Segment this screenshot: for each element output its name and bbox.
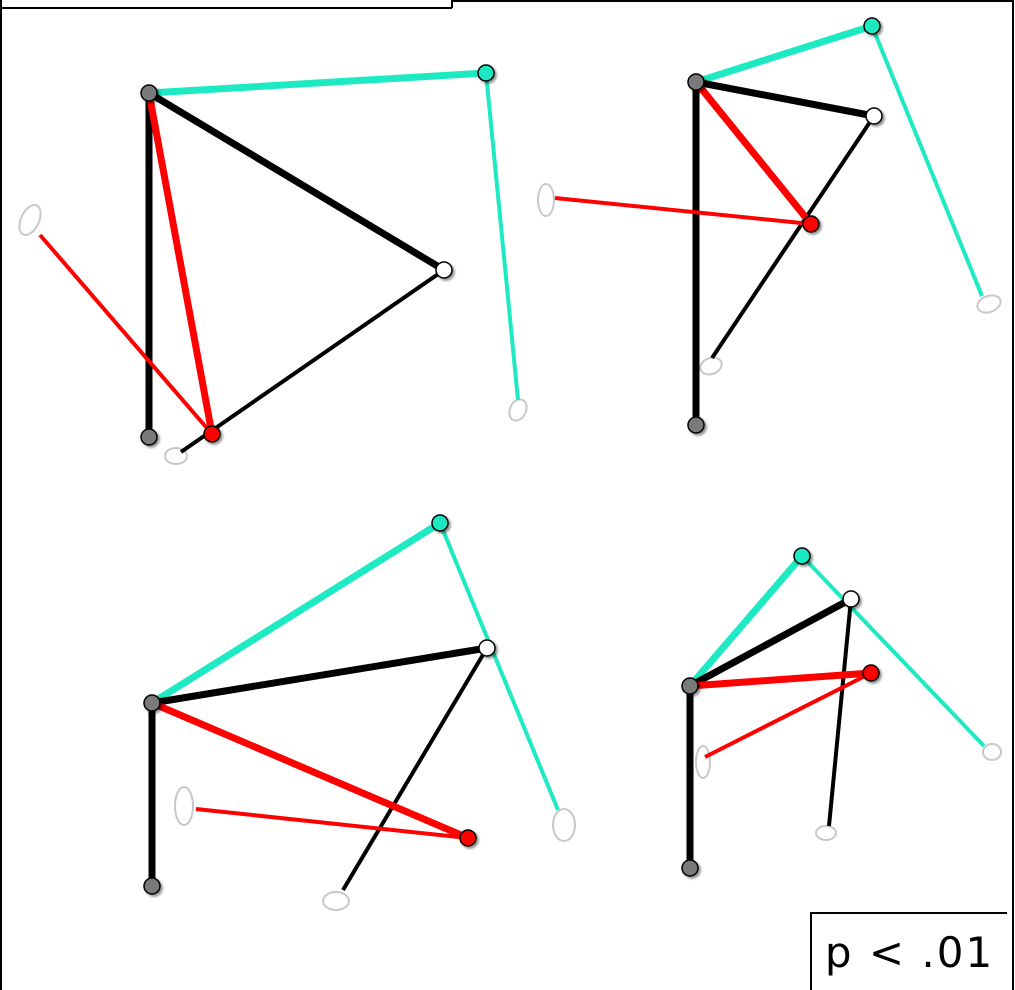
- gray-node: [687, 73, 705, 91]
- black-link: [710, 114, 876, 360]
- ellipse-marker: [976, 294, 1002, 314]
- red-link: [195, 807, 469, 840]
- cyan-link: [800, 554, 986, 748]
- ellipse-marker: [164, 447, 188, 465]
- black-link: [151, 644, 488, 707]
- white-node: [842, 590, 860, 608]
- cyan-node: [477, 64, 495, 82]
- gray-node: [140, 428, 158, 446]
- red-node: [203, 425, 221, 443]
- white-node: [865, 107, 883, 125]
- ellipse-marker: [699, 356, 723, 376]
- red-link: [145, 92, 216, 435]
- ellipse-marker: [552, 808, 576, 842]
- cyan-link: [148, 69, 487, 97]
- ellipse-marker: [322, 891, 350, 911]
- panel-top-left: [18, 64, 528, 465]
- white-node: [435, 261, 453, 279]
- black-link: [827, 598, 853, 827]
- red-node: [862, 664, 880, 682]
- red-link: [693, 79, 814, 227]
- ellipse-marker: [174, 786, 194, 826]
- red-node: [802, 215, 820, 233]
- gray-node: [687, 416, 705, 434]
- red-node: [459, 829, 477, 847]
- gray-node: [143, 694, 161, 712]
- red-link: [704, 671, 872, 759]
- black-link: [695, 78, 875, 120]
- cyan-link: [687, 553, 805, 689]
- black-link: [688, 595, 853, 690]
- cyan-node: [793, 547, 811, 565]
- cyan-link: [694, 22, 874, 86]
- red-link: [38, 233, 214, 436]
- gray-node: [681, 859, 699, 877]
- cyan-node: [863, 17, 881, 35]
- red-link: [689, 669, 872, 690]
- red-link: [554, 196, 812, 226]
- gray-node: [681, 677, 699, 695]
- white-node: [478, 639, 496, 657]
- cyan-link: [150, 520, 442, 706]
- ellipse-marker: [695, 745, 711, 779]
- black-link: [179, 268, 446, 454]
- panel-bottom-right: [681, 547, 1002, 877]
- ellipse-marker: [508, 398, 528, 422]
- black-link: [341, 646, 489, 892]
- gray-node: [143, 877, 161, 895]
- cyan-link: [484, 72, 520, 401]
- cyan-link: [438, 522, 560, 811]
- black-link: [147, 89, 446, 274]
- panel-top-right: [537, 17, 1002, 434]
- cyan-link: [870, 25, 984, 297]
- ellipse-marker: [18, 204, 42, 236]
- gray-node: [140, 84, 158, 102]
- ellipse-marker: [815, 825, 837, 841]
- ellipse-marker: [982, 743, 1002, 761]
- p-value-label: p < .01: [810, 912, 1007, 990]
- red-link: [150, 699, 470, 842]
- panel-bottom-left: [143, 514, 576, 911]
- ellipse-marker: [537, 183, 555, 217]
- cyan-node: [431, 514, 449, 532]
